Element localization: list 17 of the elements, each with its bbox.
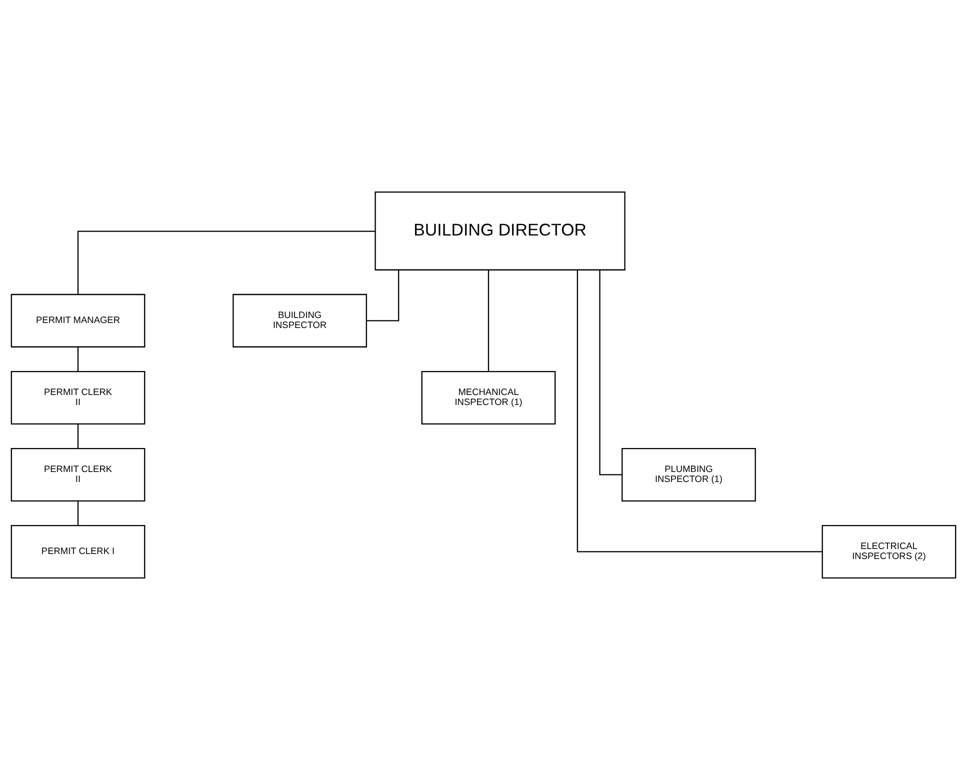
node-box: PERMIT MANAGER <box>10 293 146 347</box>
node-box: PERMIT CLERK II <box>10 370 146 424</box>
node-box: PERMIT CLERK I <box>10 524 146 578</box>
node-box: BUILDING DIRECTOR <box>374 191 626 270</box>
connector <box>77 424 79 448</box>
node-box: PERMIT CLERK II <box>10 447 146 501</box>
connector <box>488 270 490 371</box>
connector <box>366 270 400 321</box>
connector <box>77 230 376 294</box>
node-box: MECHANICAL INSPECTOR (1) <box>421 370 556 424</box>
connector <box>77 346 79 371</box>
node-box: ELECTRICAL INSPECTORS (2) <box>822 524 956 578</box>
node-box: PLUMBING INSPECTOR (1) <box>622 447 756 501</box>
connector <box>576 269 822 552</box>
connector <box>599 269 622 475</box>
node-box: BUILDING INSPECTOR <box>232 293 368 347</box>
connector <box>77 500 79 525</box>
